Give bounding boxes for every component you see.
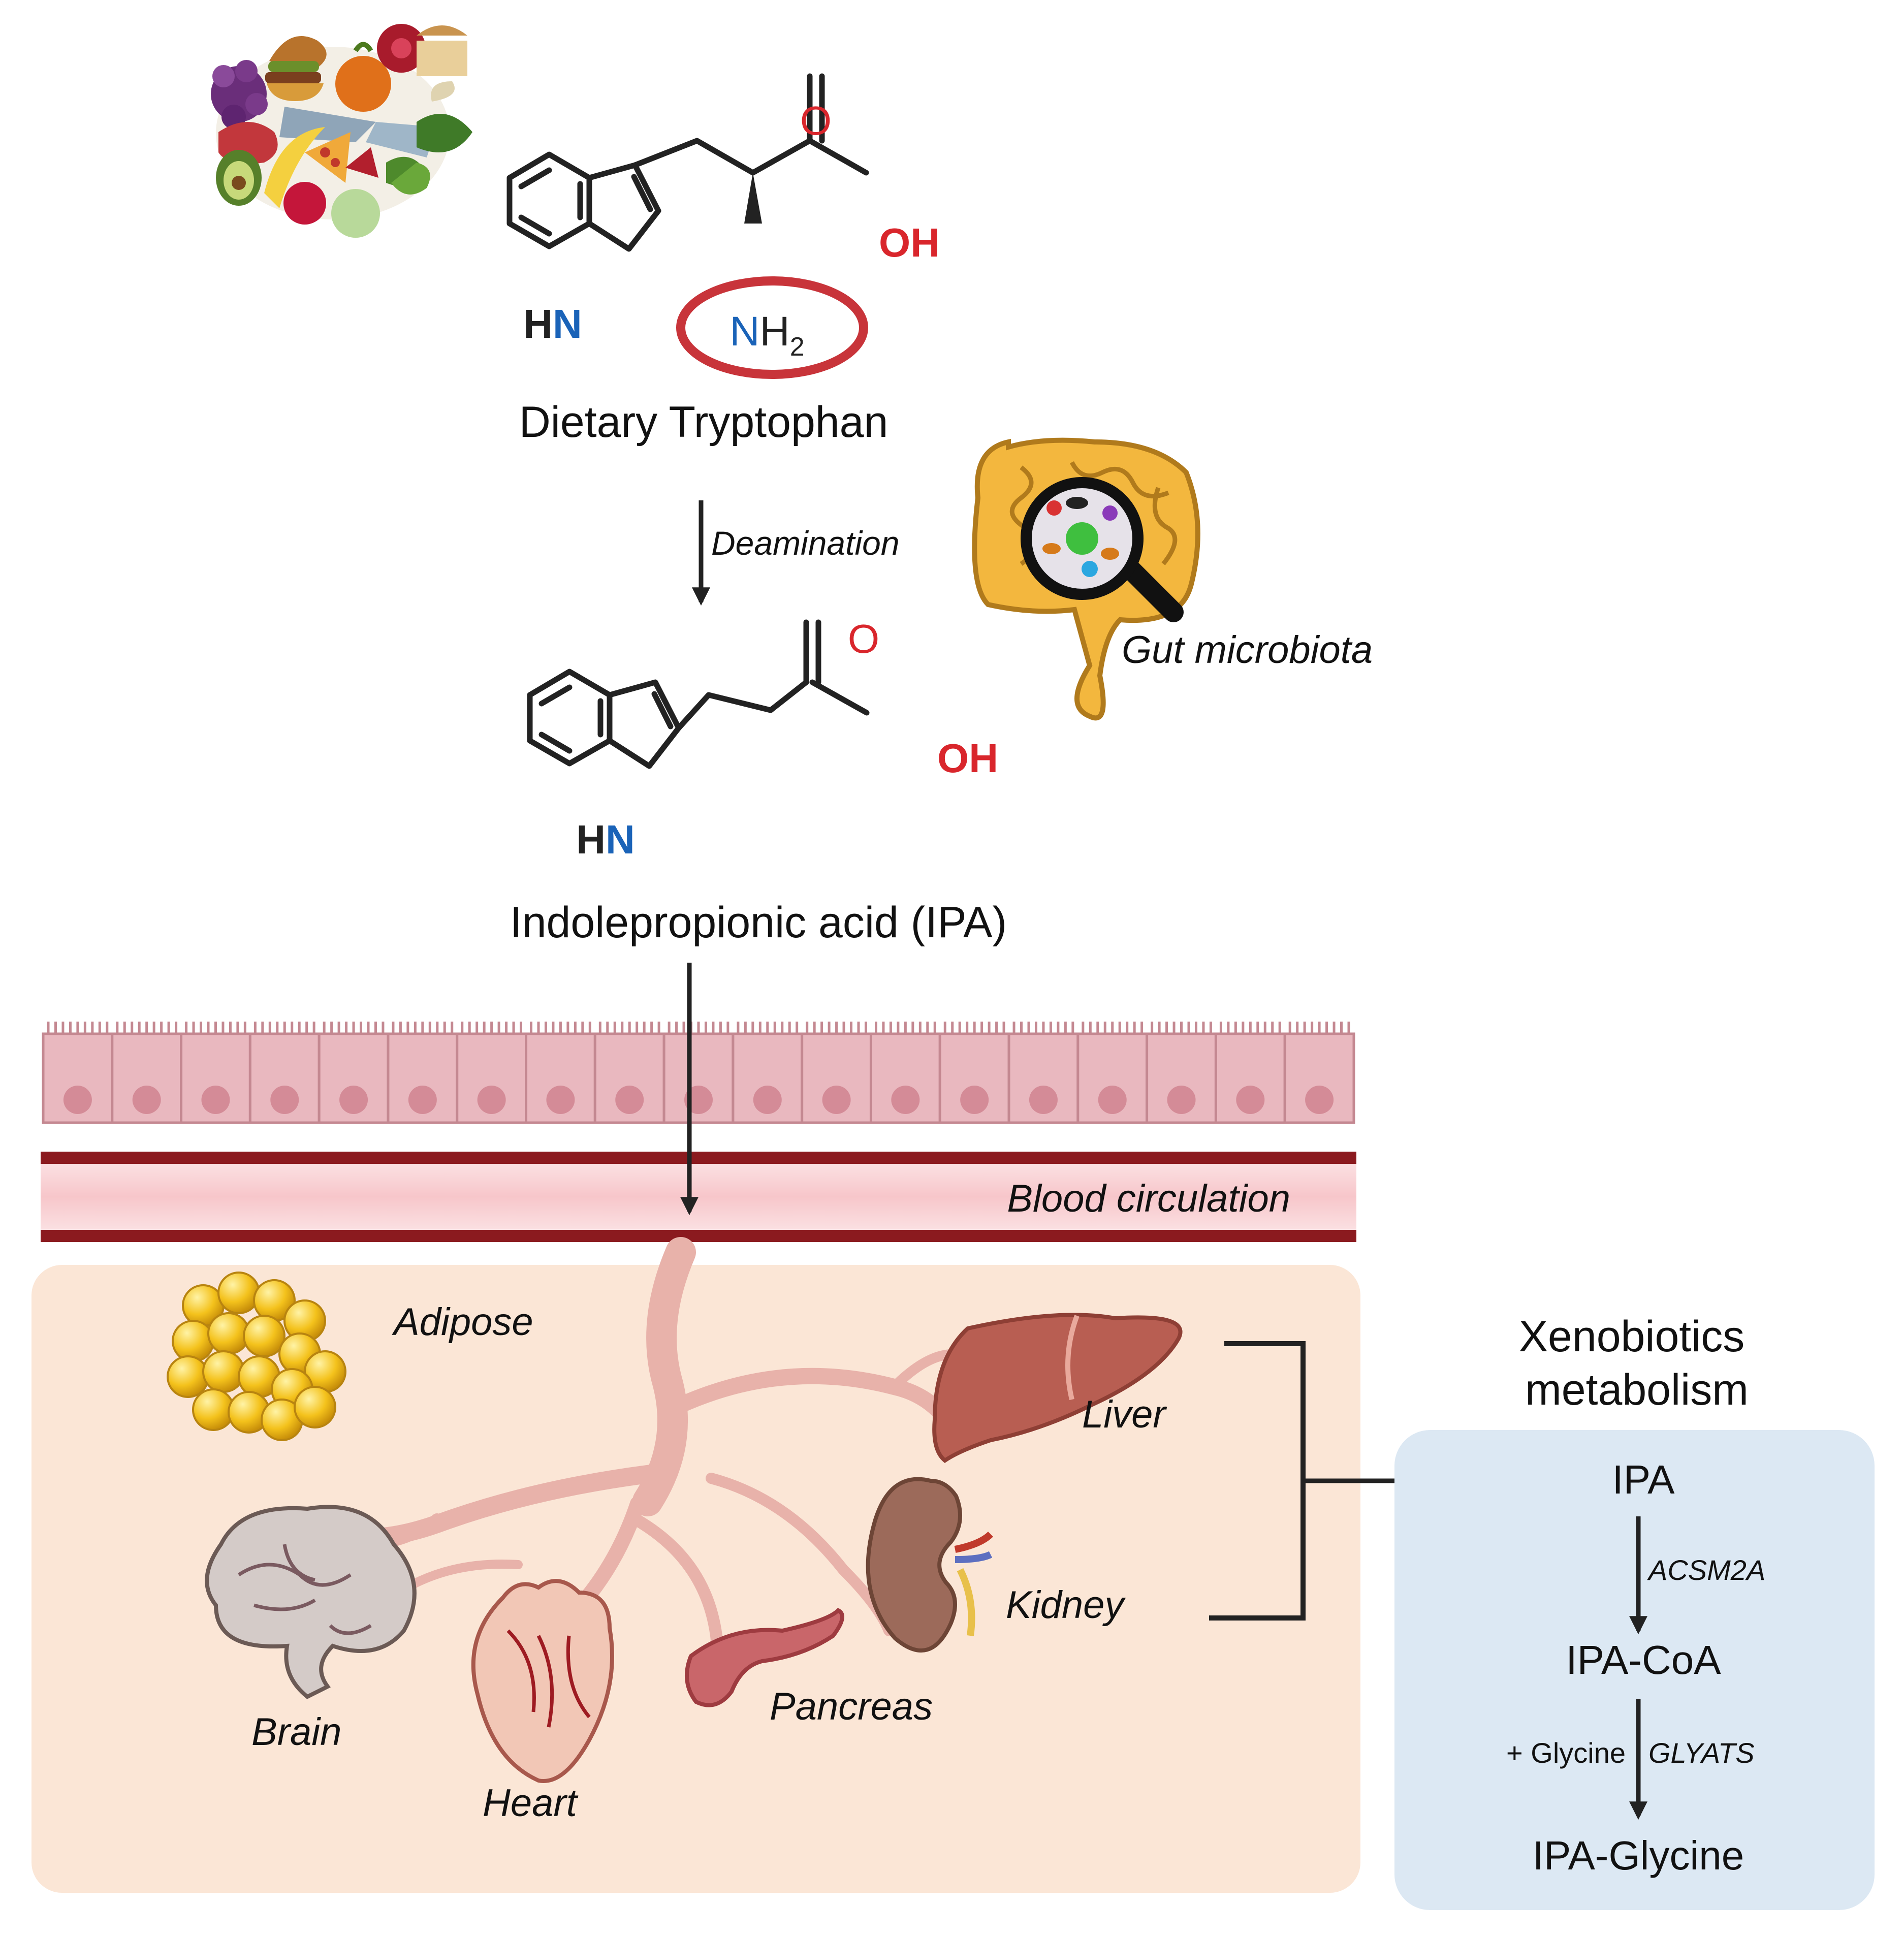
tryptophan-o: O xyxy=(800,98,832,143)
cell-nucleus xyxy=(546,1086,575,1114)
acsm2a-label: ACSM2A xyxy=(1647,1554,1765,1586)
microvilli xyxy=(874,1022,936,1034)
gut-microbiota-label: Gut microbiota xyxy=(1122,628,1373,672)
cell-nucleus xyxy=(132,1086,161,1114)
xenobiotics-title-line2: metabolism xyxy=(1525,1366,1749,1414)
xeno-ipa: IPA xyxy=(1612,1457,1675,1502)
fat-cell xyxy=(167,1355,209,1398)
microvilli xyxy=(1082,1022,1144,1034)
pancreas-label: Pancreas xyxy=(770,1685,933,1728)
blood-vessel xyxy=(41,1152,1356,1242)
microvilli xyxy=(185,1022,246,1034)
fat-cell xyxy=(192,1388,235,1431)
microvilli xyxy=(806,1022,867,1034)
plus-glycine-label: + Glycine xyxy=(1506,1737,1626,1769)
cell-nucleus xyxy=(1305,1086,1334,1114)
microvilli xyxy=(392,1022,454,1034)
fat-cell xyxy=(294,1386,336,1428)
cell-nucleus xyxy=(201,1086,230,1114)
kidney-icon xyxy=(866,1477,993,1653)
svg-text:HN: HN xyxy=(523,301,582,346)
microvilli xyxy=(116,1022,178,1034)
adipose-label: Adipose xyxy=(392,1300,533,1344)
fat-cell xyxy=(202,1350,245,1393)
cell-nucleus xyxy=(891,1086,920,1114)
microvilli xyxy=(253,1022,315,1034)
cell-nucleus xyxy=(1029,1086,1058,1114)
liver-label: Liver xyxy=(1082,1393,1167,1436)
cell-nucleus xyxy=(339,1086,368,1114)
cell-nucleus xyxy=(270,1086,299,1114)
cell-nucleus xyxy=(1236,1086,1265,1114)
fat-cell xyxy=(243,1315,285,1357)
food-illustration-icon xyxy=(211,24,472,238)
kidney-label: Kidney xyxy=(1006,1583,1126,1627)
microvilli xyxy=(323,1022,385,1034)
nh2-highlight-ring xyxy=(676,276,868,379)
fat-cell xyxy=(207,1312,250,1355)
tryptophan-nh2-sub: 2 xyxy=(790,332,805,362)
microvilli xyxy=(1012,1022,1074,1034)
brain-icon xyxy=(205,1505,417,1699)
heart-icon xyxy=(471,1579,614,1783)
cell-nucleus xyxy=(408,1086,437,1114)
xenobiotics-title-line1: Xenobiotics xyxy=(1519,1312,1745,1361)
magnifier-icon xyxy=(1021,477,1184,622)
heart-label: Heart xyxy=(483,1782,579,1825)
cell-nucleus xyxy=(615,1086,644,1114)
microvilli xyxy=(598,1022,660,1034)
cell-nucleus xyxy=(1167,1086,1196,1114)
xeno-ipa-glycine: IPA-Glycine xyxy=(1533,1833,1744,1878)
cell-nucleus xyxy=(822,1086,851,1114)
pancreas-icon xyxy=(685,1608,844,1707)
tryptophan-nh2-n: N xyxy=(729,308,759,355)
cell-nucleus xyxy=(477,1086,506,1114)
tryptophan-oh: OH xyxy=(879,220,940,265)
microvilli xyxy=(47,1022,109,1034)
adipose-icon xyxy=(167,1272,346,1441)
cell-nucleus xyxy=(753,1086,782,1114)
tryptophan-hn-h: H xyxy=(523,301,553,346)
microvilli xyxy=(1288,1022,1350,1034)
deamination-label: Deamination xyxy=(711,524,900,562)
microvilli xyxy=(668,1022,729,1034)
xenobiotics-panel xyxy=(1394,1430,1875,1910)
ipa-oh: OH xyxy=(937,736,998,781)
microvilli xyxy=(737,1022,799,1034)
ipa-hn-h: H xyxy=(576,817,606,862)
blood-circulation-label: Blood circulation xyxy=(1007,1177,1290,1220)
microvilli xyxy=(461,1022,523,1034)
cell-nucleus xyxy=(960,1086,989,1114)
svg-text:NH2: NH2 xyxy=(729,308,804,362)
dietary-tryptophan-label: Dietary Tryptophan xyxy=(519,398,888,447)
ipa-o: O xyxy=(848,616,879,661)
fat-cell xyxy=(217,1272,260,1314)
intestinal-epithelium xyxy=(42,1022,1355,1124)
ipa-structure xyxy=(527,619,870,769)
microvilli xyxy=(1151,1022,1212,1034)
microvilli xyxy=(943,1022,1005,1034)
cell-nucleus xyxy=(1098,1086,1127,1114)
tryptophan-structure xyxy=(506,73,869,252)
ipa-hn-n: N xyxy=(606,817,635,862)
fat-cell xyxy=(172,1320,214,1362)
liver-icon xyxy=(932,1313,1183,1463)
cell-nucleus xyxy=(63,1086,92,1114)
xeno-ipa-coa: IPA-CoA xyxy=(1566,1637,1721,1682)
microvilli xyxy=(1219,1022,1281,1034)
epithelial-cell xyxy=(387,1032,459,1124)
microvilli xyxy=(530,1022,591,1034)
glyats-label: GLYATS xyxy=(1648,1737,1755,1769)
ipa-full-label: Indolepropionic acid (IPA) xyxy=(510,898,1007,947)
brain-label: Brain xyxy=(251,1710,341,1754)
svg-text:HN: HN xyxy=(576,817,635,862)
tryptophan-nh2-h: H xyxy=(760,308,790,355)
tryptophan-hn-n: N xyxy=(553,301,582,346)
